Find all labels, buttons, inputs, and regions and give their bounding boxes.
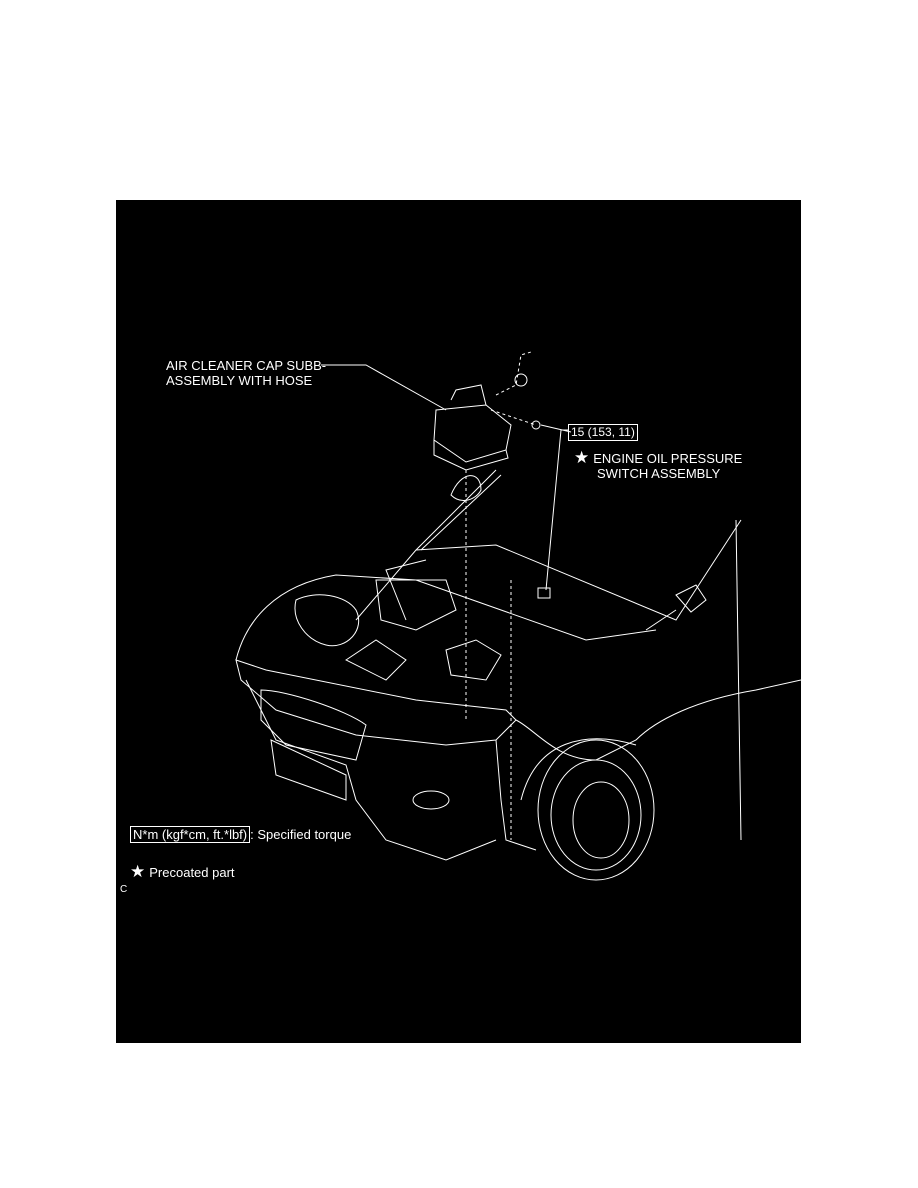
torque-value-box: 15 (153, 11) (568, 424, 638, 441)
oil-switch-label-line1: ENGINE OIL PRESSURE (593, 451, 743, 466)
precoated-label: Precoated part (149, 865, 235, 880)
precoated-legend: ★Precoated part (130, 862, 235, 881)
figure-code: C (120, 884, 128, 895)
oil-pressure-switch-callout: ★ENGINE OIL PRESSURE SWITCH ASSEMBLY (574, 448, 743, 481)
air-cleaner-callout: AIR CLEANER CAP SUBB- ASSEMBLY WITH HOSE (166, 358, 326, 388)
torque-legend-desc: : Specified torque (250, 827, 352, 842)
air-cleaner-label-line1: AIR CLEANER CAP SUBB- (166, 358, 327, 373)
diagram-panel: AIR CLEANER CAP SUBB- ASSEMBLY WITH HOSE… (116, 200, 801, 1043)
star-icon: ★ (130, 862, 146, 881)
torque-unit-box: N*m (kgf*cm, ft.*lbf) (130, 826, 251, 843)
star-icon: ★ (574, 448, 590, 467)
car-engine-illustration (235, 351, 801, 881)
torque-legend: N*m (kgf*cm, ft.*lbf): Specified torque (130, 826, 352, 843)
oil-switch-label-line2: SWITCH ASSEMBLY (597, 466, 721, 481)
air-cleaner-label-line2: ASSEMBLY WITH HOSE (166, 373, 313, 388)
